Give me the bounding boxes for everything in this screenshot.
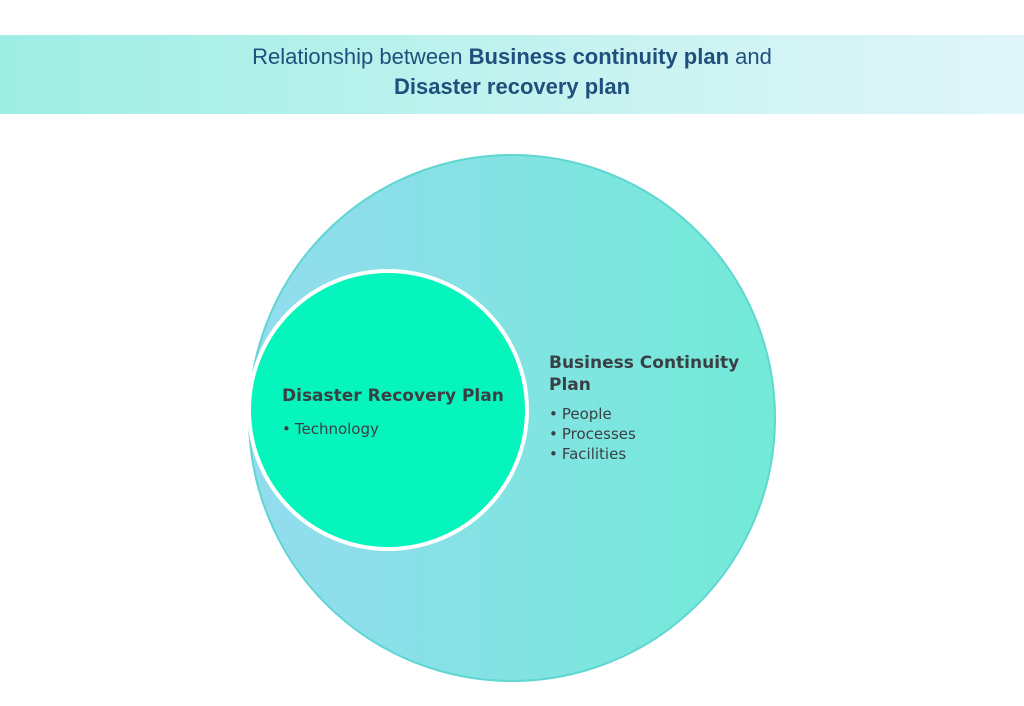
title-bcp: Business continuity plan bbox=[468, 44, 730, 69]
bcp-label: Business Continuity Plan People Processe… bbox=[549, 352, 759, 464]
title-prefix: Relationship between bbox=[252, 44, 469, 69]
drp-item: Technology bbox=[282, 419, 522, 439]
bcp-title: Business Continuity Plan bbox=[549, 353, 740, 395]
bcp-items: People Processes Facilities bbox=[549, 404, 759, 464]
bcp-item-processes: Processes bbox=[549, 424, 759, 444]
title-line-1: Relationship between Business continuity… bbox=[0, 42, 1024, 72]
title-banner: Relationship between Business continuity… bbox=[0, 35, 1024, 114]
title-connector: and bbox=[729, 44, 772, 69]
bcp-item-people: People bbox=[549, 404, 759, 424]
title-drp: Disaster recovery plan bbox=[393, 74, 631, 99]
drp-inner-circle bbox=[247, 269, 529, 551]
drp-label: Disaster Recovery Plan Technology bbox=[282, 385, 522, 439]
bcp-item-facilities: Facilities bbox=[549, 444, 759, 464]
drp-title: Disaster Recovery Plan bbox=[282, 386, 504, 406]
drp-items: Technology bbox=[282, 419, 522, 439]
